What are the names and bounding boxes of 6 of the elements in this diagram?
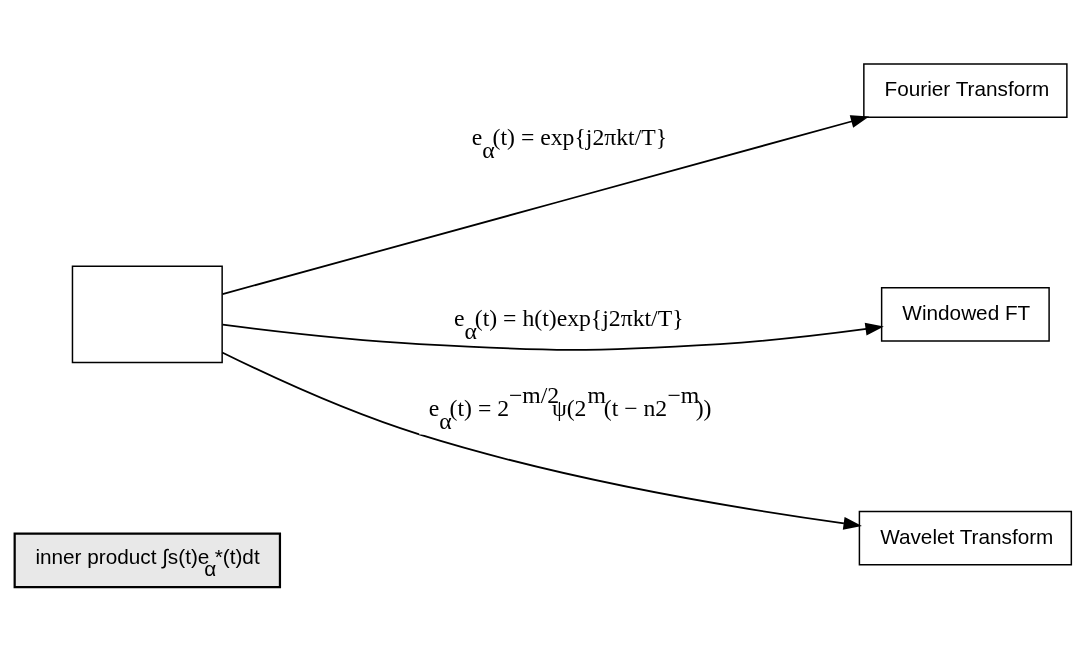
node-box: Fourier Transform <box>863 63 1068 118</box>
node-box: Windowed FT <box>880 286 1050 342</box>
arrow <box>221 351 862 530</box>
node-box: Wavelet Transform <box>858 510 1073 566</box>
arrow <box>221 322 884 351</box>
node-box <box>71 265 223 364</box>
